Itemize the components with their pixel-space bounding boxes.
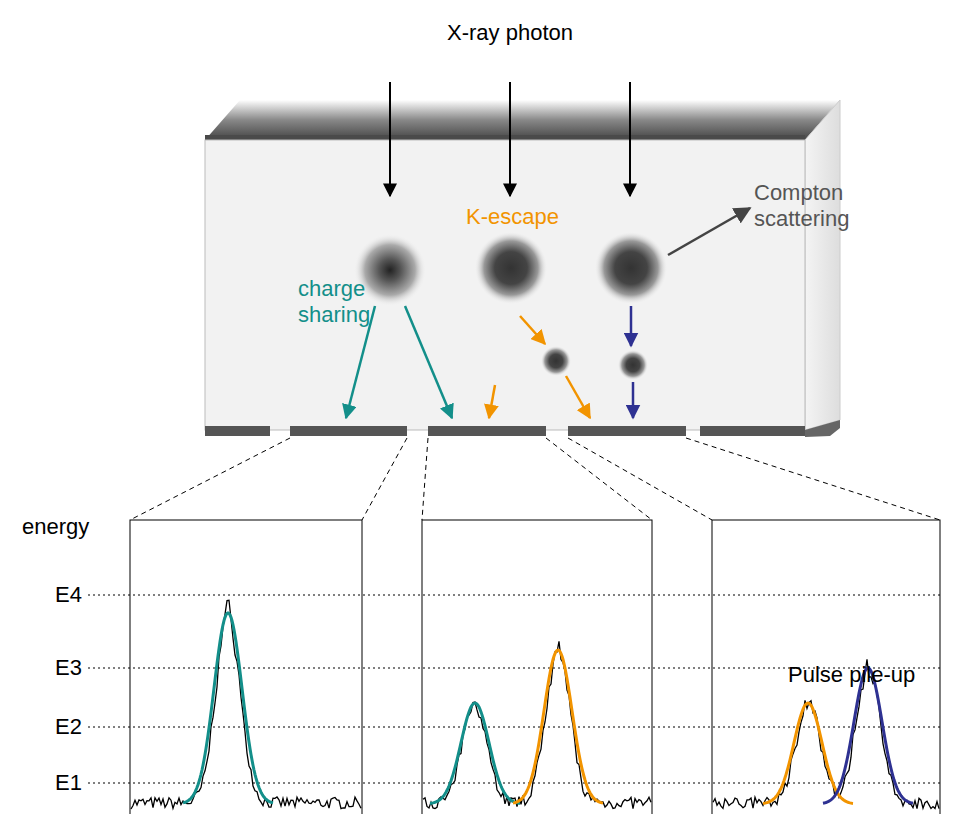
energy-level: E2 (55, 714, 82, 740)
annotation-label: Pulse pile-up (788, 662, 915, 688)
raw-signal (131, 600, 361, 809)
axis-label: energy (22, 514, 89, 540)
effect-label: K-escape (466, 204, 559, 230)
effect-label: charge sharing (298, 276, 378, 328)
raw-signal (713, 659, 939, 808)
effect-label: Compton scattering (754, 180, 874, 232)
energy-level: E1 (55, 770, 82, 796)
fitted-peak (183, 613, 273, 803)
energy-level: E4 (55, 582, 82, 608)
fitted-peak (823, 668, 913, 803)
energy-level: E3 (55, 655, 82, 681)
fitted-peak (513, 650, 603, 803)
raw-signal (423, 641, 651, 808)
fitted-peak (430, 703, 520, 803)
title-label: X-ray photon (447, 20, 573, 46)
